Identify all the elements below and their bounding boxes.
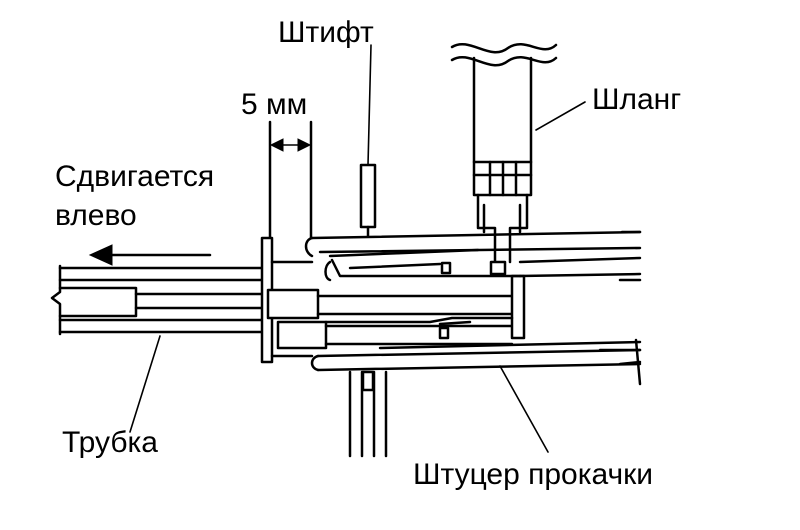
bleeder-fitting-label: Штуцер прокачки xyxy=(413,458,653,491)
hose xyxy=(450,43,586,164)
gap-dimension-label: 5 мм xyxy=(241,88,307,121)
gap-dimension-marker xyxy=(268,120,313,242)
shift-left-arrow-icon xyxy=(88,244,212,266)
shift-direction-label-line1: Сдвигается xyxy=(55,160,214,193)
upper-housing xyxy=(304,230,642,282)
pin xyxy=(359,44,377,238)
tube-label: Трубка xyxy=(62,426,158,459)
bleeder-fitting xyxy=(310,316,642,458)
tube xyxy=(50,236,274,433)
pin-label: Штифт xyxy=(278,16,374,49)
hose-label: Шланг xyxy=(592,83,681,116)
shift-direction-label-line2: влево xyxy=(55,199,137,232)
hose-fitting xyxy=(472,160,533,276)
